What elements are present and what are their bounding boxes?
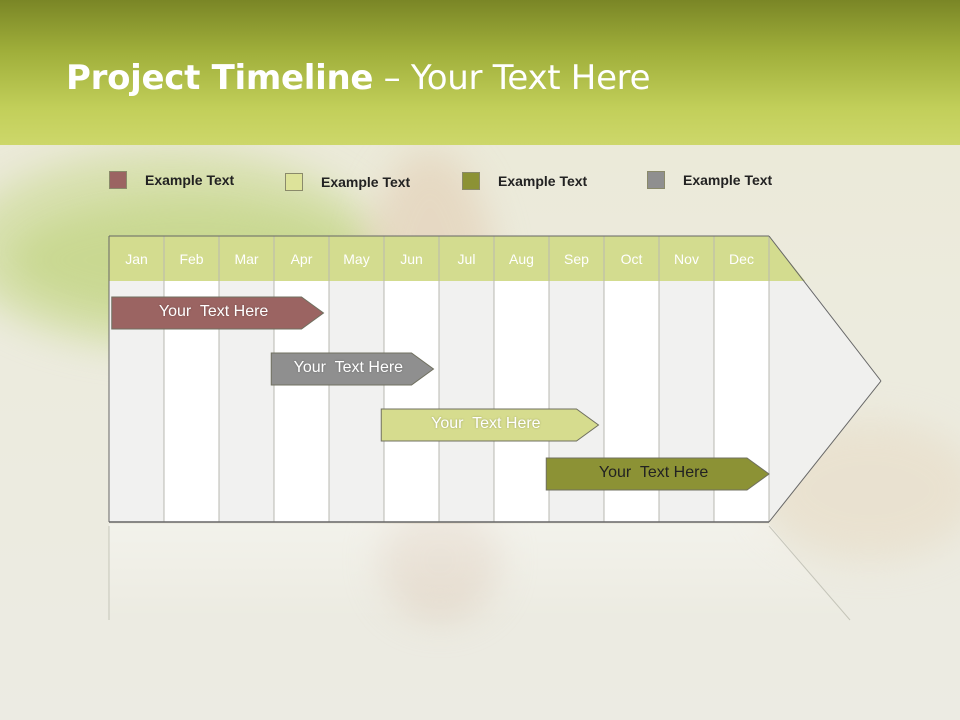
legend-item-2: Example Text [285, 173, 410, 191]
month-label-may: May [343, 251, 369, 267]
title-bold: Project Timeline [66, 58, 374, 98]
month-label-aug: Aug [509, 251, 534, 267]
title-rest: – Your Text Here [373, 58, 651, 98]
legend-item-4: Example Text [647, 171, 772, 189]
month-label-jan: Jan [125, 251, 148, 267]
month-column [329, 281, 384, 522]
task-arrow-label: Your Text Here [293, 359, 404, 376]
task-arrow-label: Your Text Here [158, 303, 269, 320]
legend-label: Example Text [145, 172, 235, 188]
legend-swatch [462, 172, 480, 190]
month-column [494, 281, 549, 522]
month-label-sep: Sep [564, 251, 589, 267]
title-banner: Project Timeline – Your Text Here [0, 0, 960, 145]
legend-swatch [109, 171, 127, 189]
month-label-jul: Jul [458, 251, 476, 267]
page-title: Project Timeline – Your Text Here [66, 58, 651, 98]
month-column [439, 281, 494, 522]
legend-swatch [647, 171, 665, 189]
month-label-jun: Jun [400, 251, 423, 267]
task-arrow [380, 408, 600, 442]
legend-label: Example Text [498, 173, 588, 189]
task-arrow [111, 296, 325, 330]
month-column [384, 281, 439, 522]
legend-swatch [285, 173, 303, 191]
month-label-dec: Dec [729, 251, 754, 267]
arrow-head-fill [769, 281, 881, 522]
month-label-mar: Mar [234, 251, 258, 267]
arrow-edge-top [768, 235, 882, 382]
task-arrow [545, 457, 770, 491]
legend-label: Example Text [321, 174, 411, 190]
task-arrow [270, 352, 435, 386]
legend-item-1: Example Text [109, 171, 234, 189]
arrow-edge-bottom [768, 380, 882, 523]
task-arrow-label: Your Text Here [431, 415, 541, 432]
task-arrow-label: Your Text Here [598, 464, 709, 481]
month-label-feb: Feb [179, 251, 203, 267]
reflection-edge [768, 525, 851, 621]
legend-item-3: Example Text [462, 172, 587, 190]
month-label-apr: Apr [291, 251, 313, 267]
month-label-nov: Nov [674, 251, 699, 267]
legend-label: Example Text [683, 172, 773, 188]
reflection [109, 524, 850, 620]
month-label-oct: Oct [621, 251, 643, 267]
